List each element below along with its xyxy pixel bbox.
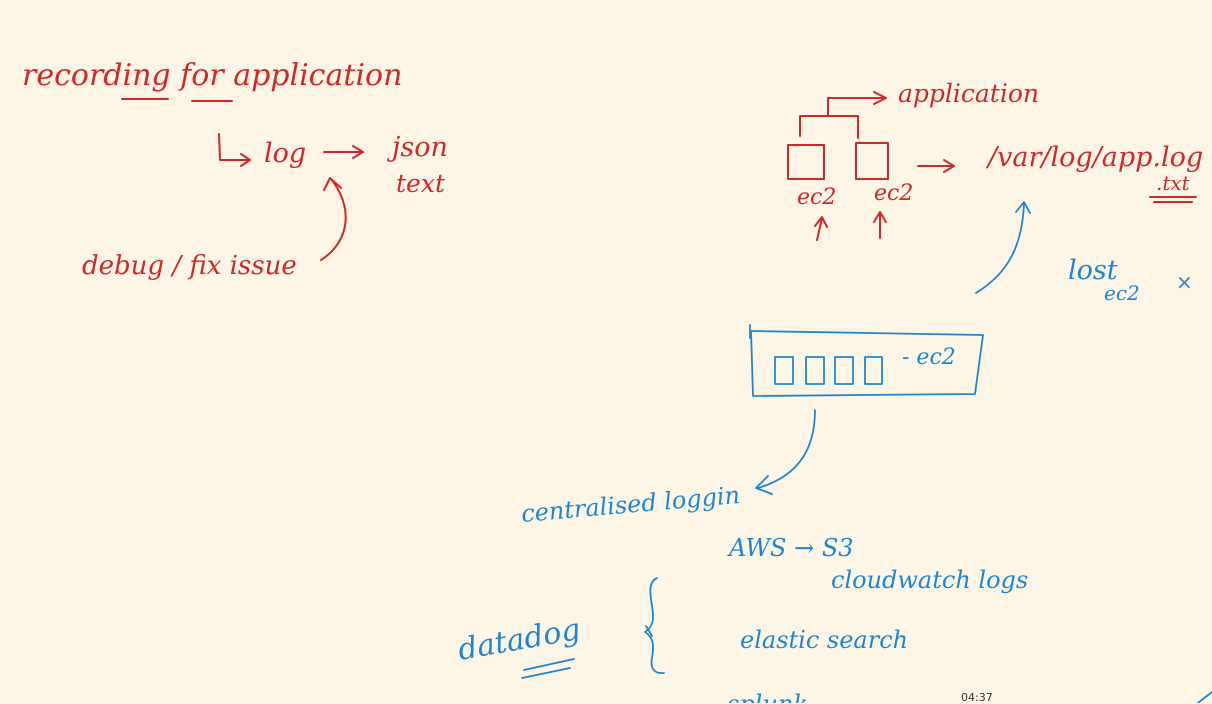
corner-stroke bbox=[1197, 691, 1212, 703]
boxes-to-path-arrow bbox=[917, 159, 955, 173]
text-format-text: text bbox=[396, 169, 446, 198]
instance-box-3 bbox=[834, 356, 854, 385]
lost-ec2-text: ec2 bbox=[1104, 281, 1140, 305]
up-arrow-a bbox=[814, 216, 828, 241]
datadog-underline bbox=[521, 658, 575, 679]
hook-arrow bbox=[218, 133, 251, 167]
centralised-text: centralised loggin bbox=[520, 481, 741, 528]
title-underline bbox=[121, 98, 233, 102]
elastic-text: elastic search bbox=[740, 626, 908, 654]
ec2-b-text: ec2 bbox=[874, 181, 913, 206]
lost-text: lost bbox=[1068, 255, 1118, 286]
json-text: json bbox=[387, 132, 448, 163]
debug-curve-arrow bbox=[320, 177, 347, 261]
cross-icon: × bbox=[1176, 270, 1193, 294]
aws-text: AWS → S3 bbox=[727, 534, 854, 562]
ec2-container-label: - ec2 bbox=[902, 345, 956, 370]
debug-text: debug / fix issue bbox=[82, 251, 297, 281]
ec2-container-box bbox=[750, 330, 984, 397]
ec2-to-logging-arrow bbox=[755, 409, 816, 495]
ec2-box-b bbox=[855, 142, 889, 180]
curly-brace bbox=[644, 577, 665, 674]
curly-brace-tick bbox=[645, 625, 653, 637]
title-text: recording for application bbox=[22, 58, 402, 93]
ec2-box-a bbox=[787, 144, 825, 180]
ec2-to-path-arrow bbox=[975, 201, 1031, 294]
datadog-text: datadog bbox=[455, 612, 583, 668]
partial-text: splunk bbox=[727, 690, 808, 703]
log-to-json-arrow bbox=[323, 145, 364, 159]
path-text: /var/log/app.log bbox=[985, 142, 1203, 173]
instance-box-2 bbox=[805, 356, 825, 385]
instance-box-1 bbox=[774, 356, 794, 385]
instance-box-4 bbox=[864, 356, 883, 385]
blue-notes: lost ec2 × - ec2 centralised loggin AWS … bbox=[455, 201, 1212, 703]
application-text: application bbox=[898, 79, 1039, 108]
ec2-a-text: ec2 bbox=[797, 185, 836, 210]
up-arrow-b bbox=[873, 211, 887, 239]
cloudwatch-text: cloudwatch logs bbox=[831, 566, 1028, 594]
txt-text: .txt bbox=[1156, 171, 1191, 195]
video-timestamp: 04:37 bbox=[958, 691, 996, 704]
application-tree bbox=[799, 91, 887, 139]
red-notes: recording for application log json text … bbox=[22, 58, 1203, 281]
txt-underline bbox=[1149, 196, 1197, 203]
log-text: log bbox=[264, 138, 306, 169]
